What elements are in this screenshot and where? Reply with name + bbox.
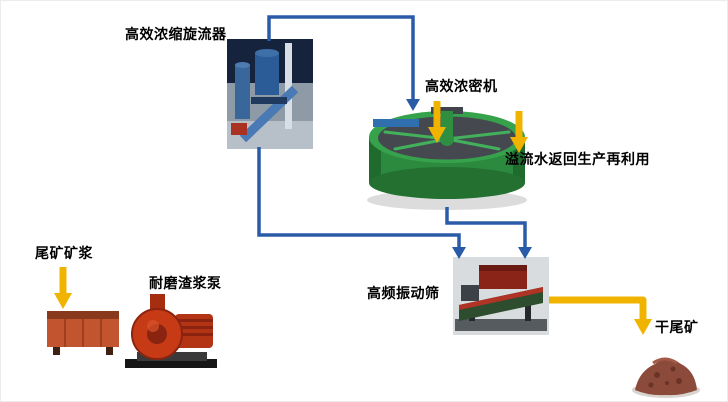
arrow-screen-to-dry-tailings	[549, 296, 652, 335]
slurry-pump-graphic	[125, 294, 217, 368]
label-slurry-pump: 耐磨渣浆泵	[149, 276, 222, 292]
label-thickener: 高效浓密机	[425, 79, 498, 95]
label-cyclone: 高效浓缩旋流器	[125, 27, 227, 43]
cyclone-graphic	[227, 39, 313, 149]
flow-thickener-to-screen	[445, 207, 532, 259]
slurry-pump-image	[123, 292, 219, 370]
thickener-graphic	[367, 107, 527, 210]
cyclone-image	[227, 39, 313, 149]
label-overflow-water: 溢流水返回生产再利用	[505, 152, 650, 168]
vibrating-screen-image	[453, 257, 549, 335]
vibrating-screen-graphic	[453, 257, 549, 335]
label-dry-tailings: 干尾矿	[655, 320, 699, 336]
dry-tailings-pile-graphic	[632, 357, 700, 398]
label-vibrating-screen: 高频振动筛	[367, 286, 440, 302]
slurry-tank-graphic	[47, 311, 119, 355]
slurry-tank-image	[45, 304, 121, 356]
label-tailings-slurry: 尾矿矿浆	[35, 246, 93, 262]
dry-tailings-pile-image	[629, 347, 703, 399]
arrow-slurry-to-tank	[54, 267, 72, 309]
thickener-image	[361, 97, 529, 213]
